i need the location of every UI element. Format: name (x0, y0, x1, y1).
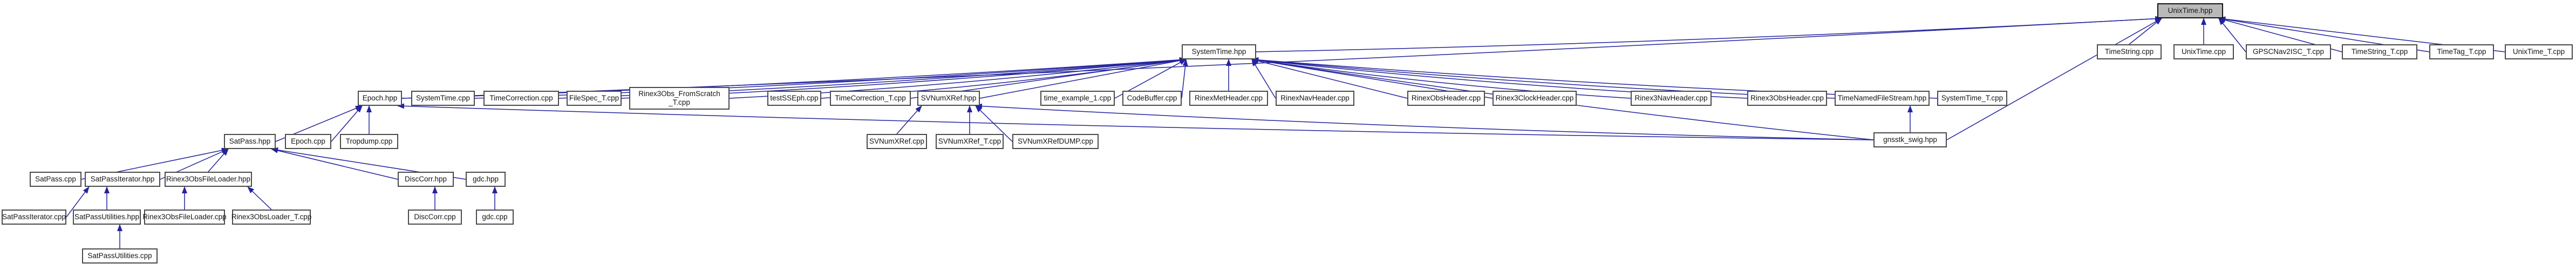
graph-edge-systemtime-hpp-to-unixtime-hpp (1256, 16, 2162, 52)
graph-node-rinex3obsheader-cpp[interactable]: Rinex3ObsHeader.cpp (1747, 91, 1827, 106)
graph-node-tropdump-cpp[interactable]: Tropdump.cpp (340, 134, 398, 149)
graph-edge-rinex3obsloader-t-cpp-to-rinex3obsfileloader-hpp (247, 186, 272, 210)
graph-node-svnumxref-t-cpp[interactable]: SVNumXRef_T.cpp (936, 134, 1004, 149)
graph-node-filespec-t-cpp[interactable]: FileSpec_T.cpp (567, 91, 622, 106)
graph-node-timestring-cpp[interactable]: TimeString.cpp (2097, 44, 2162, 59)
graph-edge-epoch-hpp-to-unixtime-hpp (401, 16, 2162, 99)
graph-node-rinex3obsloader-t-cpp[interactable]: Rinex3ObsLoader_T.cpp (231, 210, 311, 225)
graph-node-timecorrection-t-cpp[interactable]: TimeCorrection_T.cpp (830, 91, 911, 106)
graph-node-epoch-hpp[interactable]: Epoch.hpp (358, 91, 402, 106)
graph-edge-svnumxrefdump-cpp-to-svnumxref-hpp (975, 105, 1013, 142)
graph-node-disccorr-cpp[interactable]: DiscCorr.cpp (408, 210, 462, 225)
graph-edge-codebuffer-cpp-to-systemtime-hpp (1181, 59, 1188, 99)
graph-edge-rinex3obsfileloader-hpp-to-satpass-hpp (208, 148, 229, 172)
graph-edge-gnsstk-swig-hpp-to-epoch-hpp (397, 103, 1874, 140)
graph-node-unixtime-cpp[interactable]: UnixTime.cpp (2173, 44, 2234, 59)
graph-node-rinex3obs-fromscratch-t-cpp[interactable]: Rinex3Obs_FromScratch _T.cpp (629, 87, 730, 110)
graph-edge-rinexobsheader-cpp-to-systemtime-hpp (1251, 58, 1408, 99)
graph-node-timestring-t-cpp[interactable]: TimeString_T.cpp (2342, 44, 2417, 59)
graph-node-satpass-cpp[interactable]: SatPass.cpp (30, 172, 81, 187)
graph-node-svnumxref-hpp[interactable]: SVNumXRef.hpp (917, 91, 980, 106)
graph-node-unixtime-t-cpp[interactable]: UnixTime_T.cpp (2505, 44, 2573, 59)
graph-node-gdc-hpp[interactable]: gdc.hpp (466, 172, 506, 187)
graph-node-rinexnavheader-cpp[interactable]: RinexNavHeader.cpp (1276, 91, 1354, 106)
graph-node-systemtime-hpp[interactable]: SystemTime.hpp (1182, 44, 1256, 59)
graph-node-codebuffer-cpp[interactable]: CodeBuffer.cpp (1122, 91, 1182, 106)
graph-edge-disccorr-hpp-to-satpass-hpp (271, 147, 398, 180)
graph-edge-svnumxref-hpp-to-systemtime-hpp (979, 58, 1187, 99)
graph-node-satpassiterator-hpp[interactable]: SatPassIterator.hpp (85, 172, 160, 187)
graph-node-time-example-1-cpp[interactable]: time_example_1.cpp (1040, 91, 1115, 106)
graph-node-rinex3navheader-cpp[interactable]: Rinex3NavHeader.cpp (1631, 91, 1712, 106)
graph-node-gnsstk-swig-hpp[interactable]: gnsstk_swig.hpp (1873, 132, 1947, 147)
graph-node-satpassutilities-hpp[interactable]: SatPassUtilities.hpp (73, 210, 141, 225)
graph-edge-epoch-cpp-to-epoch-hpp (331, 105, 363, 142)
graph-node-unixtime-hpp[interactable]: UnixTime.hpp (2157, 3, 2223, 18)
graph-node-satpass-hpp[interactable]: SatPass.hpp (224, 134, 276, 149)
graph-node-timetag-t-cpp[interactable]: TimeTag_T.cpp (2429, 44, 2494, 59)
graph-node-systemtime-cpp[interactable]: SystemTime.cpp (411, 91, 475, 106)
graph-edge-rinex3navheader-cpp-to-systemtime-hpp (1251, 57, 1631, 99)
graph-node-systemtime-t-cpp[interactable]: SystemTime_T.cpp (1937, 91, 2007, 106)
graph-node-testsseph-cpp[interactable]: testSSEph.cpp (767, 91, 821, 106)
graph-edge-gnsstk-swig-hpp-to-unixtime-hpp (1946, 18, 2162, 140)
graph-node-svnumxrefdump-cpp[interactable]: SVNumXRefDUMP.cpp (1012, 134, 1099, 149)
graph-node-timecorrection-cpp[interactable]: TimeCorrection.cpp (483, 91, 559, 106)
graph-node-satpassiterator-cpp[interactable]: SatPassIterator.cpp (2, 210, 66, 225)
graph-node-rinex3clockheader-cpp[interactable]: Rinex3ClockHeader.cpp (1493, 91, 1577, 106)
graph-node-satpassutilities-cpp[interactable]: SatPassUtilities.cpp (82, 248, 158, 264)
graph-edge-svnumxref-cpp-to-svnumxref-hpp (896, 105, 922, 134)
graph-node-disccorr-hpp[interactable]: DiscCorr.hpp (398, 172, 454, 187)
graph-edge-gnsstk-swig-hpp-to-svnumxref-hpp (975, 103, 1874, 140)
graph-node-timenamedfilestream-hpp[interactable]: TimeNamedFileStream.hpp (1835, 91, 1930, 106)
graph-node-rinexmetheader-cpp[interactable]: RinexMetHeader.cpp (1189, 91, 1268, 106)
graph-node-epoch-cpp[interactable]: Epoch.cpp (285, 134, 331, 149)
graph-node-rinex3obsfileloader-cpp[interactable]: Rinex3ObsFileLoader.cpp (142, 210, 227, 225)
graph-node-gpscnav2isc-t-cpp[interactable]: GPSCNav2ISC_T.cpp (2246, 44, 2331, 59)
graph-node-rinex3obsfileloader-hpp[interactable]: Rinex3ObsFileLoader.hpp (165, 172, 252, 187)
graph-node-svnumxref-cpp[interactable]: SVNumXRef.cpp (867, 134, 927, 149)
graph-node-rinexobsheader-cpp[interactable]: RinexObsHeader.cpp (1407, 91, 1485, 106)
graph-edge-timestring-cpp-to-unixtime-hpp (2129, 18, 2162, 45)
graph-node-gdc-cpp[interactable]: gdc.cpp (476, 210, 514, 225)
graph-edge-satpassiterator-cpp-to-satpassiterator-hpp (66, 186, 90, 218)
